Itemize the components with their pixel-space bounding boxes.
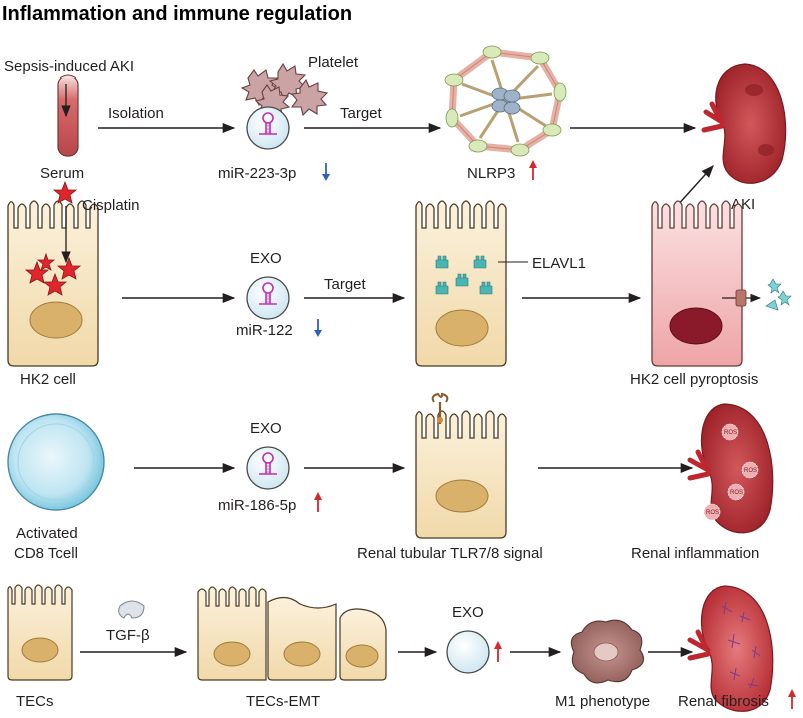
ros-burst-icon: ROS ROS ROS ROS	[703, 423, 759, 521]
hk2-pyroptosis-label: HK2 cell pyroptosis	[630, 371, 758, 388]
pyroptotic-hk2-cell	[651, 200, 743, 367]
platelet-exosome	[246, 106, 290, 150]
tlr78-tubular-cell	[415, 410, 507, 539]
up-arrow-icon	[788, 689, 796, 709]
m1-macrophage-icon	[570, 619, 645, 684]
tecs-emt-cells	[197, 586, 387, 681]
down-arrow-icon	[314, 319, 322, 337]
serum-label: Serum	[40, 165, 84, 182]
up-arrow-icon	[529, 160, 537, 180]
hk2-cell	[7, 200, 99, 367]
isolation-label: Isolation	[108, 105, 164, 122]
platelet-cluster	[240, 62, 329, 120]
nlrp3-inflammasome-icon	[444, 45, 567, 157]
exosome-row3	[246, 446, 290, 490]
tgf-beta-icon	[118, 600, 145, 619]
tecs-label: TECs	[16, 693, 54, 710]
ros-label: ROS	[744, 468, 757, 474]
cytokine-release-icon	[735, 278, 792, 311]
mir-186-5p-label: miR-186-5p	[218, 497, 296, 514]
elavl1-protein-icon	[435, 255, 493, 295]
target-label-1: Target	[340, 105, 383, 122]
hk2-cell-label: HK2 cell	[20, 371, 76, 388]
tgf-beta-label: TGF-β	[106, 627, 150, 644]
nlrp3-label: NLRP3	[467, 165, 515, 182]
inflamed-kidney-icon	[687, 403, 774, 534]
sepsis-aki-label: Sepsis-induced AKI	[4, 58, 134, 75]
mir-122-label: miR-122	[236, 322, 293, 339]
ros-label: ROS	[724, 430, 737, 436]
up-arrow-icon	[494, 641, 502, 662]
tecs-cell	[7, 584, 73, 681]
ros-label: ROS	[706, 510, 719, 516]
fibrotic-kidney-icon	[687, 585, 774, 712]
exo-label-row2: EXO	[250, 250, 282, 267]
cisplatin-label: Cisplatin	[82, 197, 140, 214]
up-arrow-icon	[314, 492, 322, 512]
exosome-row2	[246, 276, 290, 320]
cd8-tcell-icon	[7, 413, 105, 511]
tlr78-signal-label: Renal tubular TLR7/8 signal	[357, 545, 543, 562]
ros-label: ROS	[730, 490, 743, 496]
platelet-label: Platelet	[308, 54, 359, 71]
mir-223-3p-label: miR-223-3p	[218, 165, 296, 182]
exo-label-row4: EXO	[452, 604, 484, 621]
activated-label: Activated	[16, 525, 78, 542]
renal-inflammation-label: Renal inflammation	[631, 545, 759, 562]
tlr78-receptor-icon	[431, 392, 449, 424]
exo-label-row3: EXO	[250, 420, 282, 437]
elavl1-tubular-cell	[415, 200, 507, 367]
figure-title: Inflammation and immune regulation	[2, 3, 352, 25]
serum-tube	[57, 74, 79, 157]
target-label-2: Target	[324, 276, 367, 293]
aki-kidney-icon	[701, 63, 787, 184]
elavl1-label: ELAVL1	[532, 255, 586, 272]
cisplatin-icon	[24, 180, 82, 296]
down-arrow-icon	[322, 163, 330, 181]
exosome-row4	[446, 630, 490, 674]
renal-fibrosis-label: Renal fibrosis	[678, 693, 769, 710]
m1-phenotype-label: M1 phenotype	[555, 693, 650, 710]
tecs-emt-label: TECs-EMT	[246, 693, 320, 710]
cd8-tcell-label: CD8 Tcell	[14, 545, 78, 562]
pyroptosis-to-aki-arrow	[675, 165, 714, 208]
